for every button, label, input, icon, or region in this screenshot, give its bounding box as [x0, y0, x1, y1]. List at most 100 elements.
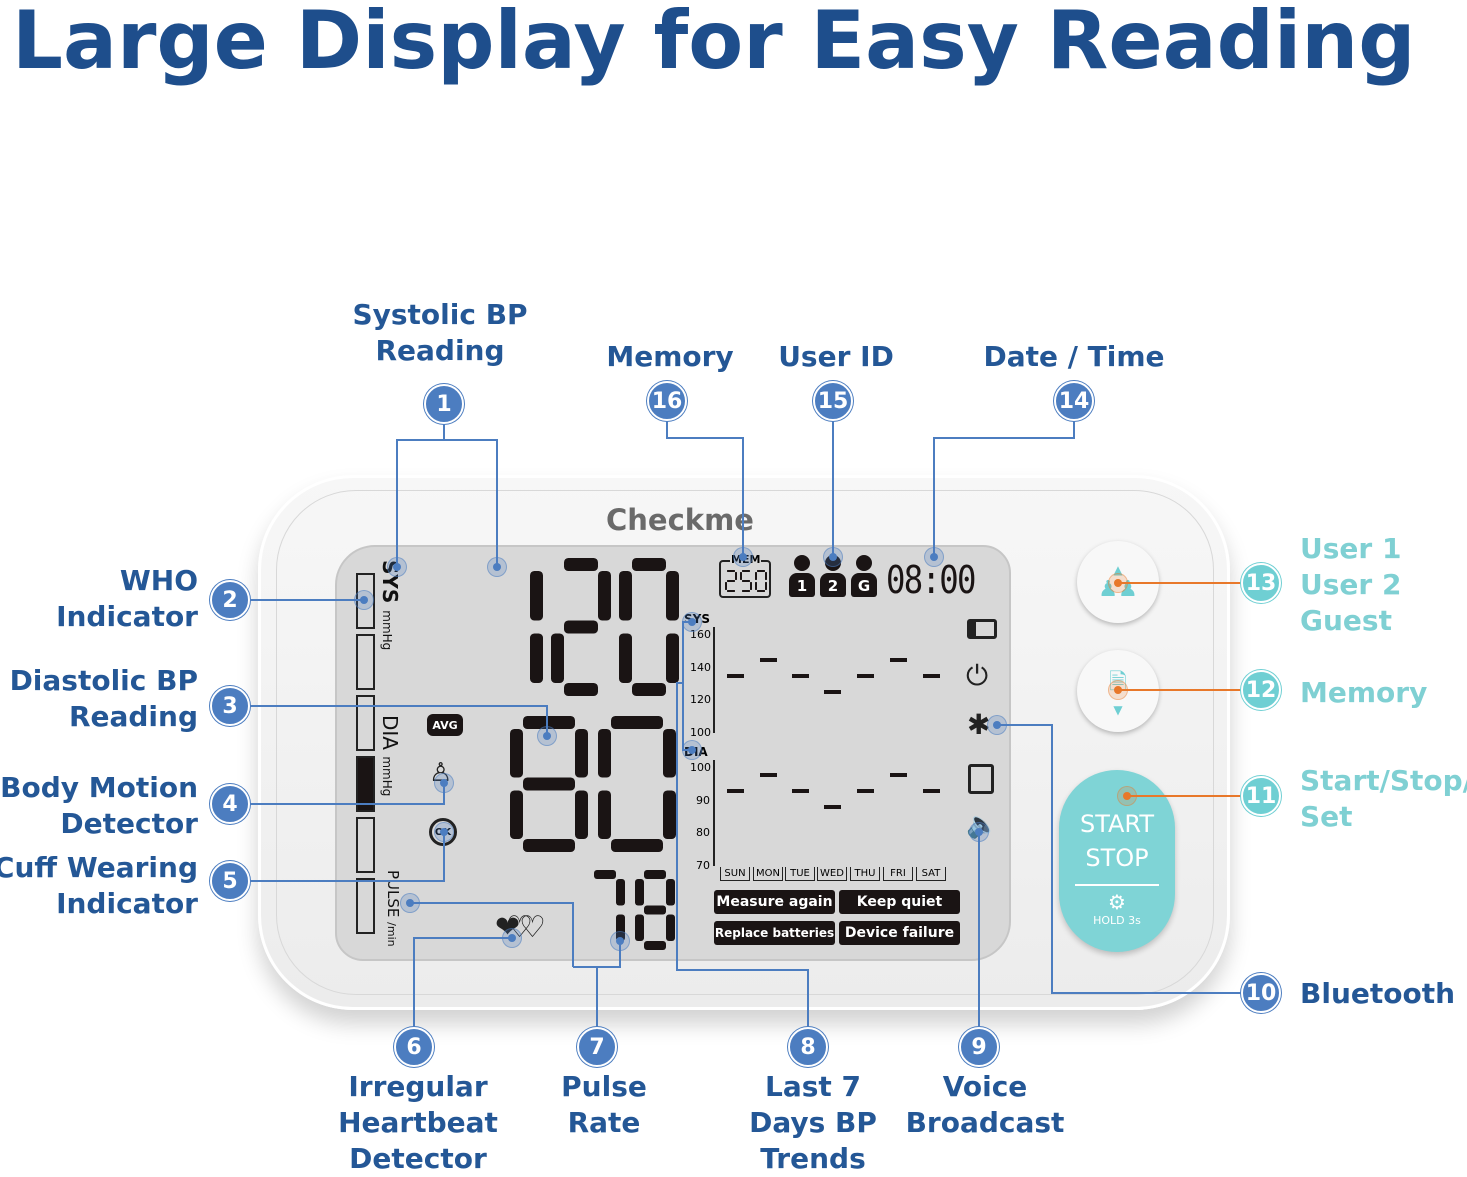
digit-segment	[575, 729, 588, 778]
day-label-fri: FRI	[883, 867, 913, 881]
digit-segment	[740, 572, 742, 580]
callout-badge-4: 4	[210, 784, 250, 824]
digit-segment	[632, 558, 666, 571]
trend-mark-dia-sat	[923, 788, 940, 793]
status-message: Keep quiet	[839, 890, 960, 914]
trend-mark-dia-fri	[890, 772, 907, 777]
callout-badge-15: 15	[813, 381, 853, 421]
callout-badge-1: 1	[424, 384, 464, 424]
digit-segment	[594, 870, 616, 879]
callout-badge-10: 10	[1241, 973, 1281, 1013]
callout-label-16: Memory	[606, 340, 734, 373]
digit-segment	[598, 790, 611, 839]
callout-label-1: Systolic BP Reading	[352, 298, 528, 367]
callout-dot	[682, 740, 702, 760]
status-message: Replace batteries	[714, 921, 835, 945]
trend-mark-sys-wed	[824, 690, 841, 695]
callout-badge-9: 9	[959, 1027, 999, 1067]
sys-reading	[530, 558, 679, 696]
user-icon-1: 1	[789, 555, 815, 599]
callout-label-14: Date / Time	[983, 340, 1165, 373]
digit-segment	[616, 879, 625, 906]
callout-label-11: Start/Stop/ Set	[1300, 764, 1467, 833]
day-label-mon: MON	[753, 867, 783, 881]
trend-tick-label: 120	[690, 693, 711, 707]
digit-segment	[523, 777, 575, 791]
digit-segment	[530, 633, 543, 683]
callout-dot	[434, 773, 454, 793]
digit-segment	[735, 572, 737, 580]
digit-segment	[755, 572, 757, 580]
dia-unit: mmHg	[380, 756, 394, 797]
trend-mark-dia-sun	[727, 788, 744, 793]
mem-value	[725, 570, 767, 592]
pulse-label: PULSE /min	[384, 870, 402, 947]
digit-segment	[611, 839, 663, 852]
digit-segment	[510, 729, 523, 778]
digit-segment	[750, 582, 752, 590]
callout-dot	[434, 822, 454, 842]
trend-mark-dia-thu	[857, 788, 874, 793]
digit-segment	[564, 683, 598, 696]
who-level-bar	[356, 756, 375, 812]
callout-badge-14: 14	[1054, 381, 1094, 421]
callout-label-3: Diastolic BP Reading	[9, 664, 198, 733]
day-label-tue: TUE	[785, 867, 815, 881]
callout-label-5: Cuff Wearing Indicator	[0, 851, 198, 920]
digit-segment	[725, 582, 727, 590]
digit-segment	[564, 558, 598, 571]
digit-segment	[757, 590, 765, 592]
who-level-bar	[356, 817, 375, 873]
trend-mark-sys-sun	[727, 673, 744, 678]
callout-label-2: WHO Indicator	[56, 564, 198, 633]
hold-text: HOLD 3s	[1093, 914, 1141, 927]
callout-dot	[400, 893, 420, 913]
callout-dot	[682, 612, 702, 632]
trend-tick-label: 90	[696, 793, 710, 807]
trend-tick-label: 100	[690, 726, 711, 739]
digit-segment	[765, 572, 767, 580]
callout-badge-3: 3	[210, 686, 250, 726]
callout-label-8: Last 7 Days BP Trends	[749, 1070, 877, 1175]
digit-segment	[742, 590, 750, 592]
who-level-bar	[356, 634, 375, 690]
digit-segment	[644, 941, 666, 950]
digit-segment	[575, 790, 588, 839]
trend-mark-sys-sat	[923, 673, 940, 678]
digit-segment	[765, 582, 767, 590]
callout-dot	[354, 590, 374, 610]
avg-badge: AVG	[427, 714, 463, 736]
digit-segment	[727, 580, 735, 582]
digit-segment	[663, 790, 676, 839]
pulse-label-text: PULSE	[384, 870, 402, 918]
digit-segment	[598, 729, 611, 778]
digit-segment	[551, 633, 564, 683]
callout-dot	[1108, 573, 1128, 593]
digit-segment	[523, 839, 575, 852]
power-plug-icon: ⏻	[966, 659, 989, 692]
trend-mark-dia-tue	[792, 788, 809, 793]
digit-segment	[727, 570, 735, 572]
callout-label-7: Pulse Rate	[561, 1070, 647, 1139]
callout-label-9: Voice Broadcast	[905, 1070, 1065, 1139]
digit-segment	[635, 879, 644, 906]
day-label-sun: SUN	[720, 867, 750, 881]
digit-segment	[619, 571, 632, 621]
status-message: Device failure	[839, 921, 960, 945]
callout-badge-2: 2	[210, 580, 250, 620]
digit-segment	[644, 905, 666, 915]
callout-badge-16: 16	[647, 381, 687, 421]
start-text: START	[1079, 810, 1155, 838]
callout-badge-11: 11	[1241, 776, 1281, 816]
callout-label-12: Memory	[1300, 676, 1428, 709]
trend-tick-label: 140	[690, 660, 711, 674]
battery-icon	[967, 619, 997, 639]
callout-badge-7: 7	[577, 1027, 617, 1067]
trend-mark-sys-fri	[890, 657, 907, 662]
digit-segment	[598, 571, 611, 621]
callout-badge-6: 6	[394, 1027, 434, 1067]
digit-segment	[755, 582, 757, 590]
arrow-down-icon: ▼	[1113, 703, 1123, 717]
trend-axis-line	[713, 627, 715, 733]
callout-label-13: User 1 User 2 Guest	[1300, 532, 1402, 637]
